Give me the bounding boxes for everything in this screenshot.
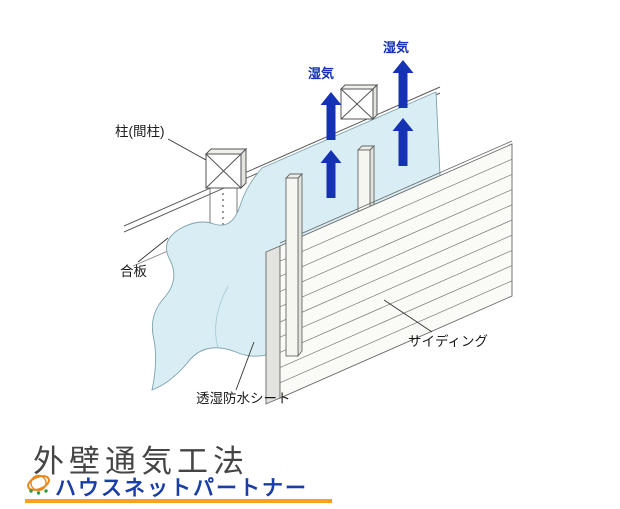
sheet-fold-line <box>215 285 229 349</box>
moisture-arrows <box>320 60 414 198</box>
label-siding: サイディング <box>408 333 488 349</box>
siding-top-edge <box>279 140 513 244</box>
wall-ventilation-diagram: 湿気 湿気 柱(間柱) 合板 透湿防水シート サイディング <box>115 40 513 406</box>
siding-end-face <box>265 245 281 405</box>
label-plywood: 合板 <box>120 264 147 279</box>
furring-strip-front <box>284 172 304 358</box>
pillar-box-2 <box>339 83 379 121</box>
label-breathable-sheet: 透湿防水シート <box>196 391 291 406</box>
brand-name: ハウスネットパートナー <box>55 477 308 500</box>
brand-logo-icon <box>27 474 50 495</box>
label-moisture-b: 湿気 <box>383 40 409 55</box>
leader-lines <box>137 138 433 391</box>
label-moisture-a: 湿気 <box>308 66 334 81</box>
moisture-arrow <box>392 118 414 166</box>
brand-underline <box>25 499 332 503</box>
siding-board-lines <box>279 158 513 384</box>
label-pillar: 柱(間柱) <box>115 124 165 139</box>
leader-sheet <box>235 341 255 391</box>
leader-siding <box>383 299 433 333</box>
leader-plywood <box>137 237 169 263</box>
pillar-box-1 <box>204 147 248 190</box>
moisture-arrow <box>392 60 414 108</box>
diagram-title: 外壁通気工法 <box>33 444 249 480</box>
leader-pillar <box>167 138 207 161</box>
moisture-arrow <box>320 92 342 140</box>
siding-panel <box>265 140 513 405</box>
moisture-arrow <box>320 150 342 198</box>
